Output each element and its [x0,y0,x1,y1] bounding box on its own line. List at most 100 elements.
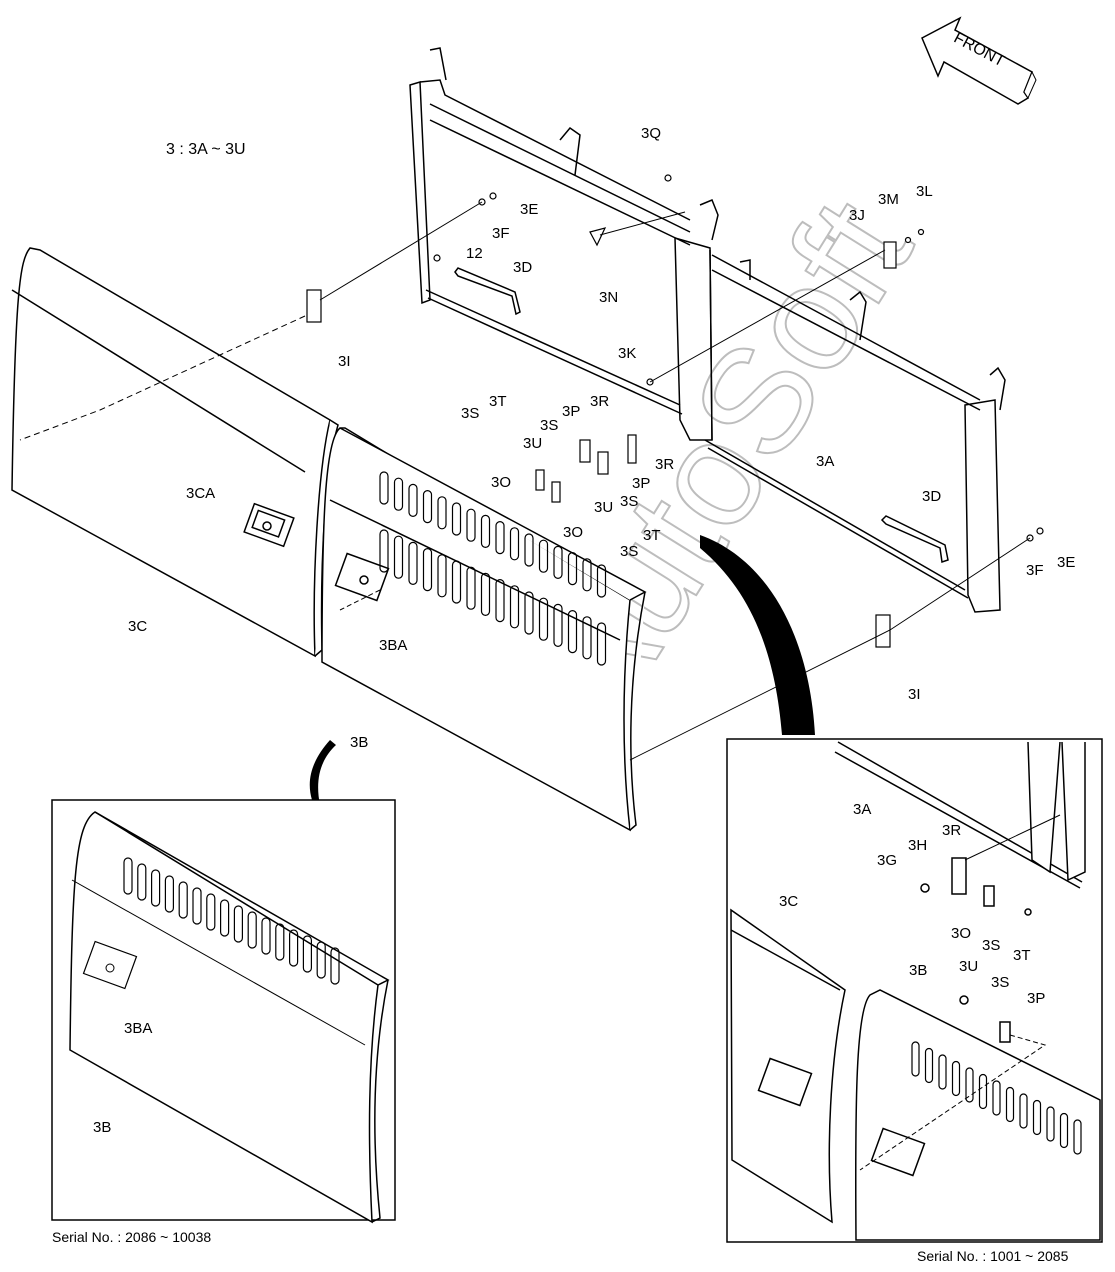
detail-arrow-right [700,535,815,735]
label-3C: 3C [128,618,147,635]
vent-slot [247,911,257,949]
vent-slot [495,578,505,623]
label-3T-b: 3T [643,527,661,544]
vent-slot [137,863,147,901]
label-3S-a: 3S [461,405,479,422]
vent-slot [596,622,607,666]
vent-slot [408,541,418,586]
inset-right-lines [859,814,1061,1171]
vent-slot [524,533,534,567]
vent-slot [393,477,404,511]
label-3E-bot: 3E [1057,554,1075,571]
vent-slot [164,875,174,913]
vent-slot [206,893,216,931]
vent-slot [538,539,549,573]
vent-slot [965,1067,974,1103]
label-3L: 3L [916,183,933,200]
vent-slot [582,616,592,660]
label-3A: 3A [816,453,834,470]
inset-right-label-3H: 3H [908,837,927,854]
vent-slot [408,483,418,517]
handle-3D-left [454,267,521,316]
label-3I-bot: 3I [908,686,921,703]
vent-slots-inset-right [911,1041,1082,1155]
vent-slot [422,547,433,592]
vent-slot [379,529,389,573]
label-3D-right: 3D [922,488,941,505]
vent-slot [582,558,592,592]
vent-slot [951,1060,961,1097]
inset-right-label-3U: 3U [959,958,978,975]
inset-left-label-3BA: 3BA [124,1020,152,1037]
door-3B [321,427,647,832]
hinge-parts [306,174,1044,648]
vent-slot [938,1054,947,1090]
label-3N: 3N [599,289,618,306]
label-3S-b: 3S [540,417,558,434]
vent-slot [553,545,563,580]
label-3K: 3K [618,345,636,362]
label-3E-top: 3E [520,201,538,218]
vent-slot [509,527,520,561]
label-3U-a: 3U [523,435,542,452]
vent-slot [330,947,340,985]
label-3R-b: 3R [655,456,674,473]
door-3C [11,247,339,658]
label-12: 12 [466,245,483,262]
frame-3A [409,47,1006,613]
vent-slot [1019,1093,1028,1129]
inset-left [51,799,396,1224]
vent-slot [1005,1086,1015,1123]
inset-right-label-3R: 3R [942,822,961,839]
inset-right-label-3B: 3B [909,962,927,979]
label-3F-top: 3F [492,225,510,242]
vent-slot [495,520,505,555]
vent-slot [451,560,462,604]
vent-slot [151,869,161,907]
vent-slot [289,929,299,967]
label-3P-a: 3P [562,403,580,420]
label-3J: 3J [849,207,865,224]
vent-slot [451,502,462,536]
inset-left-label-3B: 3B [93,1119,111,1136]
vent-slot [466,508,476,542]
inset-right-label-3C: 3C [779,893,798,910]
vent-slot [178,881,188,919]
vent-slot [466,566,476,610]
vent-slot [509,585,520,629]
vent-slot [393,535,404,579]
vent-slot [1073,1119,1082,1155]
inset-right-label-3P: 3P [1027,990,1045,1007]
label-3S-c: 3S [620,493,638,510]
label-3BA: 3BA [379,637,407,654]
label-3Q: 3Q [641,125,661,142]
vent-slot [422,490,433,524]
label-3M: 3M [878,191,899,208]
vent-slot [1059,1112,1069,1149]
label-3P-b: 3P [632,475,650,492]
vent-slot [480,572,491,617]
vent-slot [924,1047,934,1084]
label-3S-d: 3S [620,543,638,560]
vent-slot [123,857,133,895]
vent-slots-3B [379,471,607,666]
serial-left: Serial No. : 2086 ~ 10038 [52,1229,212,1245]
inset-right-label-3S2: 3S [991,974,1009,991]
vent-slot [911,1041,920,1077]
vent-slot [567,551,578,586]
vent-slot [1046,1106,1055,1142]
vent-slot [302,935,312,973]
label-3I-top: 3I [338,353,351,370]
vent-slot [379,471,389,505]
vent-slot [220,899,230,937]
detail-arrow-left [309,740,336,805]
label-3O-a: 3O [491,474,511,491]
inset-right-label-3A: 3A [853,801,871,818]
front-arrow-icon: FRONT [921,16,1037,105]
label-3T-a: 3T [489,393,507,410]
vent-slot [261,917,271,955]
vent-slot [567,609,578,654]
assembly-lines [19,201,1031,761]
label-3O-b: 3O [563,524,583,541]
vent-slot [992,1080,1001,1116]
